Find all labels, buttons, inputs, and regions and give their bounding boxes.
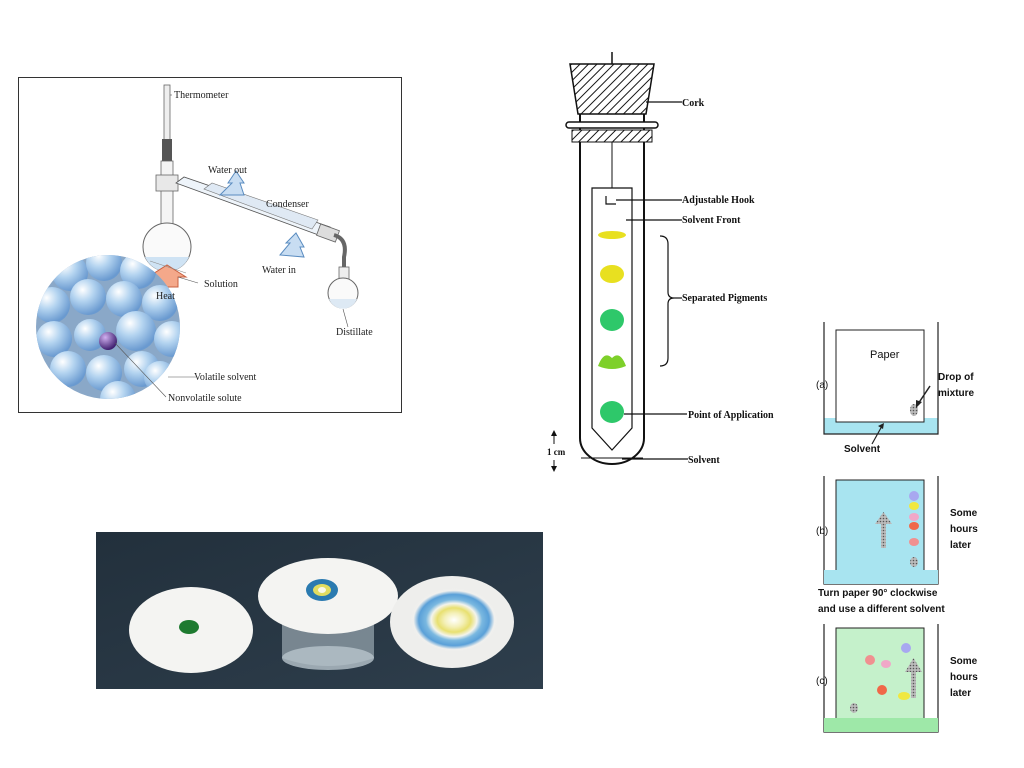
spot-c-2 bbox=[865, 655, 875, 665]
scale-marker: 1 cm bbox=[547, 430, 566, 472]
spot-b-3 bbox=[909, 513, 919, 521]
label-water-out: Water out bbox=[208, 165, 247, 176]
solvent-c bbox=[824, 718, 938, 732]
tag-b: (b) bbox=[816, 526, 828, 537]
paper-chromatography-photo bbox=[96, 532, 543, 689]
paper-c bbox=[835, 627, 925, 721]
label-drop-of: Drop of bbox=[938, 372, 974, 383]
ink-spot bbox=[179, 620, 199, 634]
label-paper: Paper bbox=[870, 349, 900, 361]
adjustable-hook bbox=[605, 196, 616, 205]
solvent-b bbox=[824, 570, 938, 584]
molecular-view bbox=[36, 255, 187, 399]
paper-a bbox=[835, 329, 925, 423]
label-thermometer: Thermometer bbox=[174, 90, 229, 101]
panel-c: (c) Some hours later bbox=[816, 624, 978, 733]
tag-a: (a) bbox=[816, 380, 828, 391]
pigment-spot-3 bbox=[598, 355, 626, 369]
label-mixture: mixture bbox=[938, 388, 975, 399]
label-adjustable-hook: Adjustable Hook bbox=[682, 195, 755, 206]
instruction-line-1: Turn paper 90° clockwise bbox=[818, 588, 938, 599]
origin-c bbox=[850, 703, 858, 713]
label-b-later-3: later bbox=[950, 540, 971, 551]
pigments-bracket bbox=[659, 235, 675, 367]
label-b-later-2: hours bbox=[950, 524, 978, 535]
panel-b: (b) Some hours later bbox=[816, 476, 978, 585]
spot-b-4 bbox=[909, 522, 919, 530]
label-c-later-2: hours bbox=[950, 672, 978, 683]
label-solvent: Solvent bbox=[688, 455, 720, 466]
test-tube bbox=[579, 114, 645, 465]
label-solution: Solution bbox=[204, 279, 238, 290]
receiving-flask bbox=[327, 266, 359, 309]
spot-b-5 bbox=[909, 538, 919, 546]
label-c-later-3: later bbox=[950, 688, 971, 699]
label-separated-pigments: Separated Pigments bbox=[682, 293, 767, 304]
label-heat: Heat bbox=[156, 291, 175, 302]
label-distillate: Distillate bbox=[336, 327, 373, 338]
label-condenser: Condenser bbox=[266, 199, 309, 210]
development-arrow-b bbox=[875, 512, 892, 548]
label-c-later-1: Some bbox=[950, 656, 978, 667]
two-d-chromatography-diagram: (a) Paper Drop of mixture Solvent (b) So… bbox=[816, 322, 978, 733]
label-cork: Cork bbox=[682, 98, 705, 109]
filter-paper-disc-developed bbox=[390, 576, 514, 668]
chromatography-tube-diagram: 1 cm Cork Adjustable Hook Solvent Front … bbox=[547, 52, 774, 472]
spot-c-1 bbox=[901, 643, 911, 653]
water-out-arrow bbox=[218, 170, 245, 196]
label-point-of-application: Point of Application bbox=[688, 410, 774, 421]
pigment-spot-2 bbox=[600, 309, 624, 331]
solvent-front-spot bbox=[598, 231, 626, 239]
label-water-in: Water in bbox=[262, 265, 296, 276]
origin-b bbox=[910, 557, 918, 567]
tube-clamp bbox=[565, 121, 659, 143]
boiling-flask bbox=[142, 222, 192, 272]
filter-paper-disc-on-dish bbox=[258, 558, 398, 670]
spot-b-2 bbox=[909, 502, 919, 510]
label-scale: 1 cm bbox=[547, 447, 566, 457]
label-nonvolatile-solute: Nonvolatile solute bbox=[168, 393, 242, 404]
thermometer bbox=[162, 84, 172, 161]
spot-c-4 bbox=[877, 685, 887, 695]
cork bbox=[569, 63, 655, 115]
label-solvent-front: Solvent Front bbox=[682, 215, 741, 226]
label-solvent-a: Solvent bbox=[844, 444, 881, 455]
filter-paper-disc-1 bbox=[129, 587, 253, 673]
distillation-diagram: Thermometer Water out Condenser Water in… bbox=[18, 77, 402, 413]
spot-b-1 bbox=[909, 491, 919, 501]
application-spot bbox=[600, 401, 624, 423]
development-arrow-c bbox=[905, 658, 922, 698]
instruction-line-2: and use a different solvent bbox=[818, 604, 945, 615]
label-b-later-1: Some bbox=[950, 508, 978, 519]
spot-c-3 bbox=[881, 660, 891, 668]
pigment-spot-1 bbox=[600, 265, 624, 283]
panel-a: (a) Paper Drop of mixture Solvent bbox=[816, 322, 975, 455]
tag-c: (c) bbox=[816, 676, 828, 687]
water-in-arrow bbox=[279, 232, 305, 258]
label-volatile-solvent: Volatile solvent bbox=[194, 372, 257, 383]
spot-c-5 bbox=[898, 692, 910, 700]
solute-molecule bbox=[99, 332, 117, 350]
